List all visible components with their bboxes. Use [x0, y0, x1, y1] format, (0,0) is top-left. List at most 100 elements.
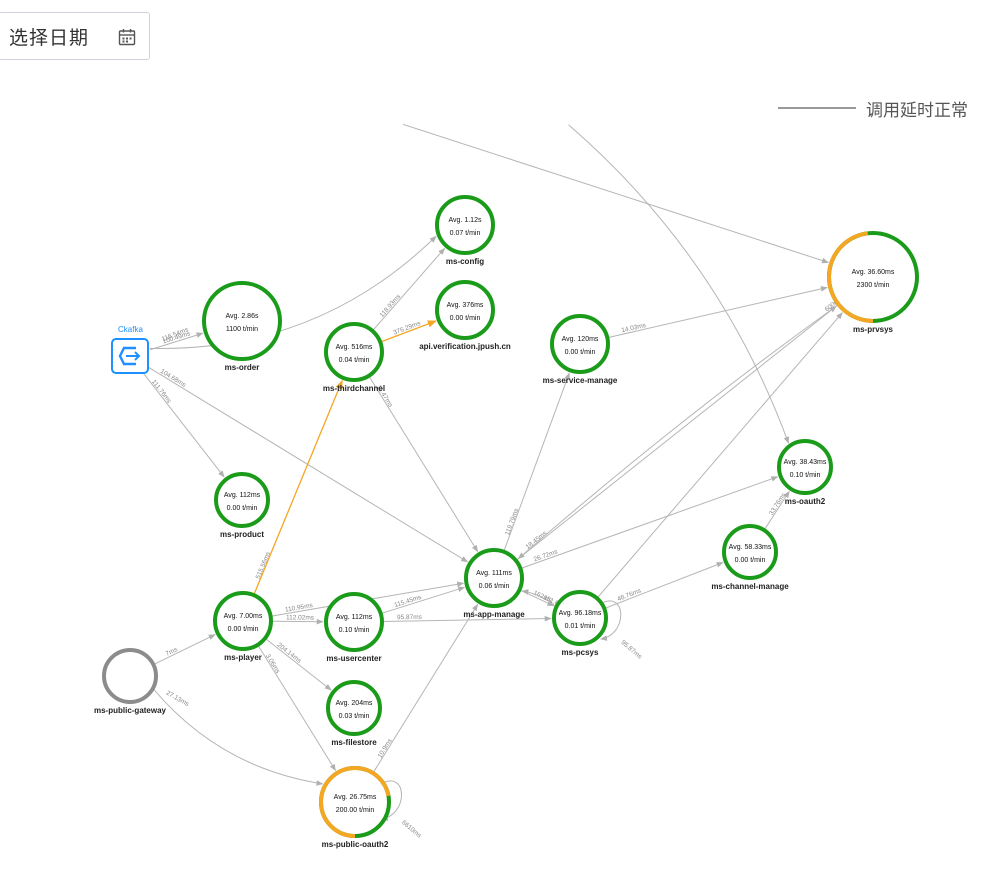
node-avg: Avg. 112ms — [224, 492, 261, 499]
node-name: ms-service-manage — [543, 376, 618, 385]
kafka-label: Ckafka — [118, 325, 143, 334]
node-ring — [722, 524, 778, 580]
edge-ms-player>ms-public-oauth2[interactable] — [257, 645, 336, 772]
node-ring — [213, 591, 273, 651]
edge-kafka>ms-config[interactable] — [149, 235, 437, 349]
node-ring — [464, 548, 524, 608]
node-avg: Avg. 376ms — [447, 302, 484, 309]
kafka-node[interactable]: Ckafka — [111, 325, 149, 374]
node-avg: Avg. 36.60ms — [852, 269, 895, 276]
edge-ms-public-oauth2>ms-public-oauth2[interactable] — [379, 780, 402, 821]
edge-ms-prvsys>ms-app-manage[interactable] — [517, 304, 839, 560]
node-name: ms-prvsys — [853, 325, 894, 334]
node-ring — [202, 281, 282, 361]
kafka-arrow — [126, 351, 141, 361]
node-warn-arc — [827, 231, 919, 323]
date-picker[interactable]: 选择日期 — [0, 12, 150, 60]
node-rate: 0.01 t/min — [565, 623, 596, 630]
edge-ms-player>ms-filestore[interactable] — [265, 638, 332, 691]
node-name: ms-pcsys — [562, 648, 599, 657]
edge-label: 104.68ms — [159, 368, 188, 389]
legend-line — [778, 107, 856, 109]
node-ring — [102, 648, 158, 704]
legend: 调用延时正常 — [778, 96, 968, 121]
edge-ms-app-manage>ms-prvsys[interactable] — [516, 305, 837, 561]
node-avg: Avg. 96.18ms — [559, 610, 602, 617]
edge-ms-thirdchannel>api-jpush[interactable] — [380, 320, 437, 343]
edge-ms-pcsys>ms-pcsys[interactable] — [598, 600, 622, 641]
kafka-glyph — [118, 346, 136, 366]
node-ring — [435, 195, 495, 255]
edge-label: 119.79ms — [504, 507, 521, 536]
edge-ms-app-manage>ms-service-manage[interactable] — [503, 372, 570, 551]
edge-label: 14.03ms — [621, 322, 648, 335]
node-ms-pcsys[interactable]: Avg. 96.18ms 0.01 t/min ms-pcsys — [552, 590, 608, 657]
edge-ms-app-manage>ms-oauth2[interactable] — [521, 476, 779, 569]
edge-kafka>ms-product[interactable] — [142, 372, 225, 478]
edge-ms-usercenter>ms-pcsys[interactable] — [382, 615, 552, 622]
node-name: api.verification.jpush.cn — [419, 342, 511, 351]
edge-ms-thirdchannel>ms-app-manage[interactable] — [368, 376, 479, 553]
node-rate: 200.00 t/min — [336, 807, 375, 814]
node-avg: Avg. 2.86s — [226, 313, 259, 320]
edge-ms-channel-manage>ms-oauth2[interactable] — [764, 490, 790, 530]
edge-label: 26.72ms — [533, 548, 560, 563]
edge-ms-player>ms-thirdchannel[interactable] — [253, 379, 343, 595]
node-avg: Avg. 38.43ms — [784, 459, 827, 466]
edge-kafka>ms-order[interactable] — [149, 332, 204, 351]
edge-ms-pcsys>ms-channel-manage[interactable] — [604, 562, 724, 609]
date-picker-label: 选择日期 — [9, 26, 90, 49]
edge-ms-service-manage>ms-prvsys[interactable] — [608, 286, 828, 339]
node-rate: 0.07 t/min — [450, 230, 481, 237]
node-rate: 0.00 t/min — [450, 315, 481, 322]
node-avg: Avg. 58.33ms — [729, 544, 772, 551]
node-name: ms-oauth2 — [785, 497, 826, 506]
edge-offscreen-1>ms-prvsys[interactable] — [402, 123, 829, 264]
edge-offscreen-2>ms-oauth2[interactable] — [568, 124, 789, 444]
edge-ms-pcsys>ms-prvsys[interactable] — [597, 312, 843, 598]
edge-ms-thirdchannel>ms-config[interactable] — [372, 247, 446, 331]
edge-label: 204.14ms — [276, 642, 303, 666]
node-ring — [326, 680, 382, 736]
node-rate: 0.00 t/min — [735, 557, 766, 564]
edge-ms-public-gateway>ms-player[interactable] — [154, 634, 216, 665]
node-rate: 1100 t/min — [226, 326, 258, 333]
node-avg: Avg. 111ms — [476, 570, 512, 577]
node-name: ms-order — [225, 363, 260, 372]
node-ms-public-gateway[interactable]: ms-public-gateway — [94, 648, 167, 715]
node-api-jpush[interactable]: Avg. 376ms 0.00 t/min api.verification.jpu… — [419, 280, 511, 351]
edge-ms-pcsys>ms-app-manage[interactable] — [521, 589, 556, 607]
node-ms-order[interactable]: Avg. 2.86s 1100 t/min ms-order — [202, 281, 282, 372]
calendar-icon[interactable] — [118, 28, 136, 46]
edge-label: 7ms — [165, 646, 180, 658]
node-rate: 0.04 t/min — [339, 357, 370, 364]
node-name: ms-config — [446, 257, 484, 266]
edge-label: 6610ms — [400, 819, 423, 840]
edge-ms-public-gateway>ms-public-oauth2[interactable] — [153, 688, 324, 786]
node-rate: 0.00 t/min — [227, 505, 258, 512]
node-rate: 0.03 t/min — [339, 713, 370, 720]
edge-ms-public-oauth2>ms-app-manage[interactable] — [373, 603, 479, 773]
node-rate: 0.00 t/min — [228, 626, 259, 633]
edge-label: 110.95ms — [285, 602, 315, 614]
node-avg: Avg. 516ms — [336, 344, 373, 351]
edge-ms-usercenter>ms-app-manage[interactable] — [381, 586, 466, 614]
node-avg: Avg. 7.00ms — [224, 613, 263, 620]
edge-label: 18.45ms — [525, 529, 549, 550]
edge-label: 3.06ms — [264, 653, 282, 675]
node-avg: Avg. 26.75ms — [334, 794, 377, 801]
